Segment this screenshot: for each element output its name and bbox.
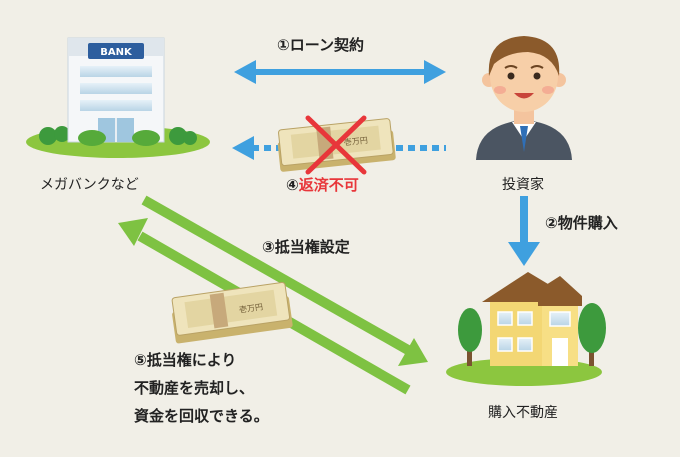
step1-number: ① (277, 36, 290, 54)
bank-label: メガバンクなど (40, 177, 139, 193)
step2-text: 物件購入 (557, 214, 618, 232)
bank-building-icon: BANK (26, 37, 210, 158)
step3-label: ③抵当権設定 (262, 236, 350, 257)
step4-label: ④返済不可 (286, 174, 359, 195)
banknote-bundle-icon: 壱万円 (171, 282, 293, 344)
step4-number: ④ (286, 176, 299, 194)
banknote-text: 壱万円 (343, 135, 368, 147)
step3-number: ③ (262, 238, 275, 256)
step5-line1: 抵当権により (146, 351, 237, 369)
step5-line2: 不動産を売却し、 (134, 379, 255, 397)
loan-contract-double-arrow (234, 60, 446, 84)
step2-label: ②物件購入 (545, 212, 618, 233)
house-property-icon (446, 272, 606, 386)
step5-line3: 資金を回収できる。 (134, 407, 269, 425)
property-label: 購入不動産 (488, 405, 558, 421)
step5-number: ⑤ (134, 351, 147, 369)
bank-sign-text: BANK (100, 47, 133, 58)
step5-label: ⑤抵当権により 不動産を売却し、 資金を回収できる。 (134, 346, 269, 430)
step2-number: ② (545, 214, 558, 232)
investor-person-icon (476, 36, 572, 160)
property-purchase-arrow (508, 196, 540, 266)
step3-text: 抵当権設定 (274, 238, 350, 256)
banknote-text: 壱万円 (238, 301, 263, 314)
step4-text: 返済不可 (298, 176, 359, 194)
tree-left-icon (458, 308, 482, 366)
tree-right-icon (578, 303, 606, 366)
crossed-banknote-bundle-icon: 壱万円 (277, 115, 396, 175)
mortgage-setting-arrow (141, 195, 428, 366)
step1-text: ローン契約 (289, 36, 364, 54)
step1-label: ①ローン契約 (277, 34, 364, 55)
investor-label: 投資家 (502, 177, 544, 193)
